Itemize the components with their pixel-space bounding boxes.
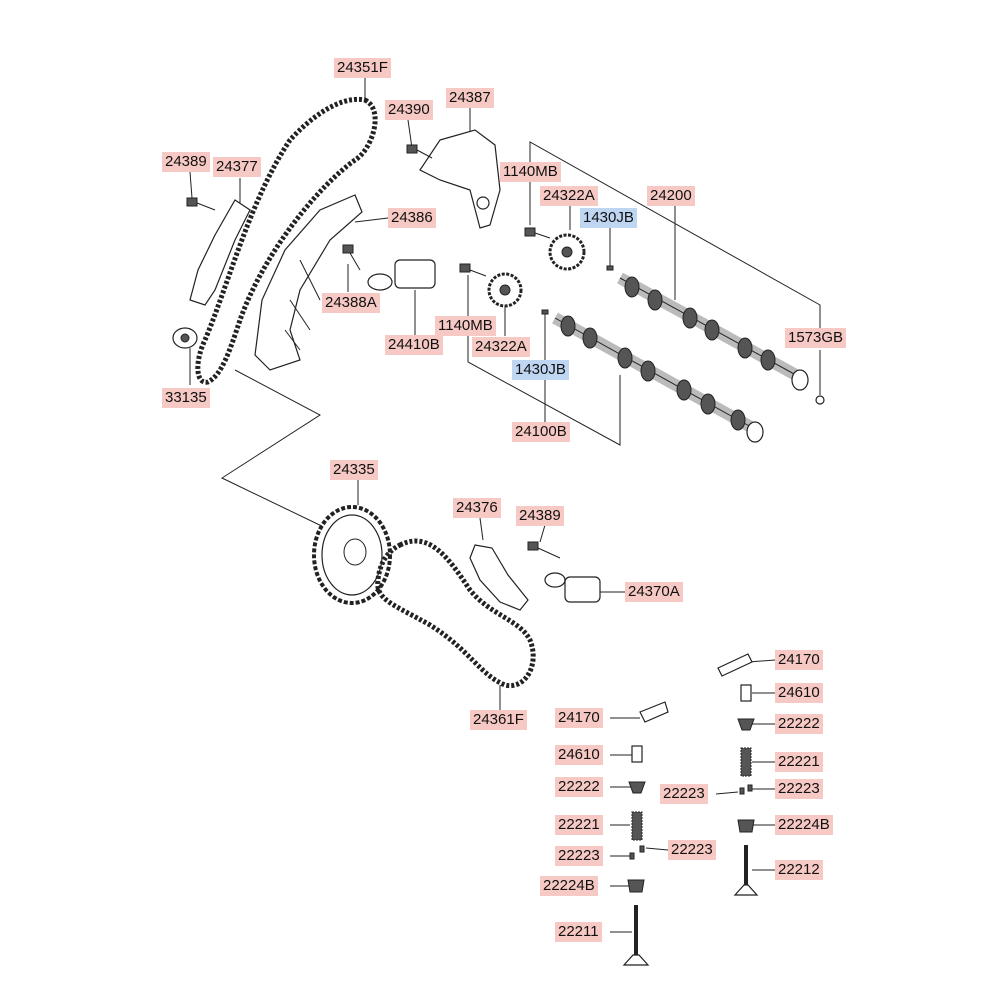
part-label-22223-left-b[interactable]: 22223 [555, 846, 603, 866]
keeper-icon [629, 845, 645, 860]
chain-tensioner-arm [189, 199, 251, 306]
intake-cam-sprocket [548, 233, 586, 271]
part-label-24610-left[interactable]: 24610 [555, 745, 603, 765]
valve-seal-icon [627, 879, 645, 893]
washer-icon [172, 327, 198, 349]
bolt-icon [459, 263, 487, 277]
part-label-22222-left[interactable]: 22222 [555, 777, 603, 797]
part-label-24361f[interactable]: 24361F [470, 710, 527, 730]
part-label-24389-lower[interactable]: 24389 [516, 506, 564, 526]
part-label-24610-right[interactable]: 24610 [775, 683, 823, 703]
part-label-22223-left-a[interactable]: 22223 [668, 840, 716, 860]
part-label-24100b[interactable]: 24100B [512, 422, 570, 442]
crankshaft-sprocket [312, 505, 392, 605]
part-label-22224b-left[interactable]: 22224B [540, 876, 598, 896]
part-label-22224b-right[interactable]: 22224B [775, 815, 833, 835]
plug-icon [815, 395, 825, 405]
part-label-22211[interactable]: 22211 [555, 922, 602, 942]
part-label-24389[interactable]: 24389 [162, 152, 210, 172]
valve-seal-icon [737, 819, 755, 833]
intake-valve-icon [622, 905, 650, 966]
lower-chain-guide [469, 544, 529, 611]
part-label-22212[interactable]: 22212 [775, 860, 823, 880]
bolt-icon [406, 144, 433, 159]
valve-spring-icon [631, 811, 643, 841]
part-label-24376[interactable]: 24376 [453, 498, 501, 518]
upper-timing-chain [195, 96, 378, 385]
part-label-24370a[interactable]: 24370A [625, 582, 683, 602]
intake-camshaft [617, 272, 809, 391]
bolt-icon [527, 541, 561, 559]
part-label-1140mb[interactable]: 1140MB [500, 162, 561, 182]
keeper-icon [739, 784, 753, 795]
part-label-1140mb-lower[interactable]: 1140MB [435, 316, 496, 336]
lower-hydraulic-tensioner [544, 572, 601, 603]
rocker-arm-icon [717, 653, 753, 677]
part-label-22221-left[interactable]: 22221 [555, 815, 603, 835]
part-label-24200[interactable]: 24200 [647, 186, 695, 206]
lash-adjuster-icon [631, 745, 643, 763]
part-label-24335[interactable]: 24335 [330, 460, 378, 480]
exhaust-valve-icon [733, 845, 759, 896]
retainer-icon [628, 781, 646, 794]
part-label-1573gb[interactable]: 1573GB [785, 328, 847, 348]
part-label-24351f[interactable]: 24351F [334, 58, 391, 78]
part-label-24170-right[interactable]: 24170 [775, 650, 823, 670]
part-label-24390[interactable]: 24390 [385, 100, 433, 120]
bolt-icon [524, 227, 551, 239]
dowel-pin-icon [606, 265, 614, 271]
part-label-33135[interactable]: 33135 [162, 388, 210, 408]
bolt-icon [186, 197, 216, 211]
leader-lines [189, 78, 821, 933]
rocker-arm-icon [639, 701, 669, 723]
part-label-24170-left[interactable]: 24170 [555, 708, 603, 728]
part-label-22221-right[interactable]: 22221 [775, 752, 823, 772]
bolt-icon [342, 244, 361, 271]
retainer-icon [737, 718, 755, 731]
part-label-1430jb-lower[interactable]: 1430JB [512, 360, 569, 380]
part-label-24386[interactable]: 24386 [388, 208, 436, 228]
upper-chain-guide [254, 194, 363, 371]
part-label-24410b[interactable]: 24410B [385, 335, 443, 355]
part-label-22223-right-b[interactable]: 22223 [660, 784, 708, 804]
hydraulic-tensioner [367, 259, 436, 291]
part-label-24387[interactable]: 24387 [446, 88, 494, 108]
part-label-1430jb[interactable]: 1430JB [580, 208, 637, 228]
part-label-22222-right[interactable]: 22222 [775, 714, 823, 734]
lash-adjuster-icon [740, 684, 752, 702]
part-label-24322a[interactable]: 24322A [540, 186, 598, 206]
exhaust-cam-sprocket [487, 272, 523, 308]
part-label-24322a-lower[interactable]: 24322A [472, 337, 530, 357]
part-label-22223-right-a[interactable]: 22223 [775, 779, 823, 799]
valve-spring-icon [740, 747, 752, 777]
lower-timing-chain [375, 538, 536, 689]
part-label-24388a[interactable]: 24388A [322, 293, 380, 313]
part-label-24377[interactable]: 24377 [213, 157, 261, 177]
dowel-pin-icon [541, 309, 549, 315]
exhaust-camshaft [552, 312, 764, 443]
